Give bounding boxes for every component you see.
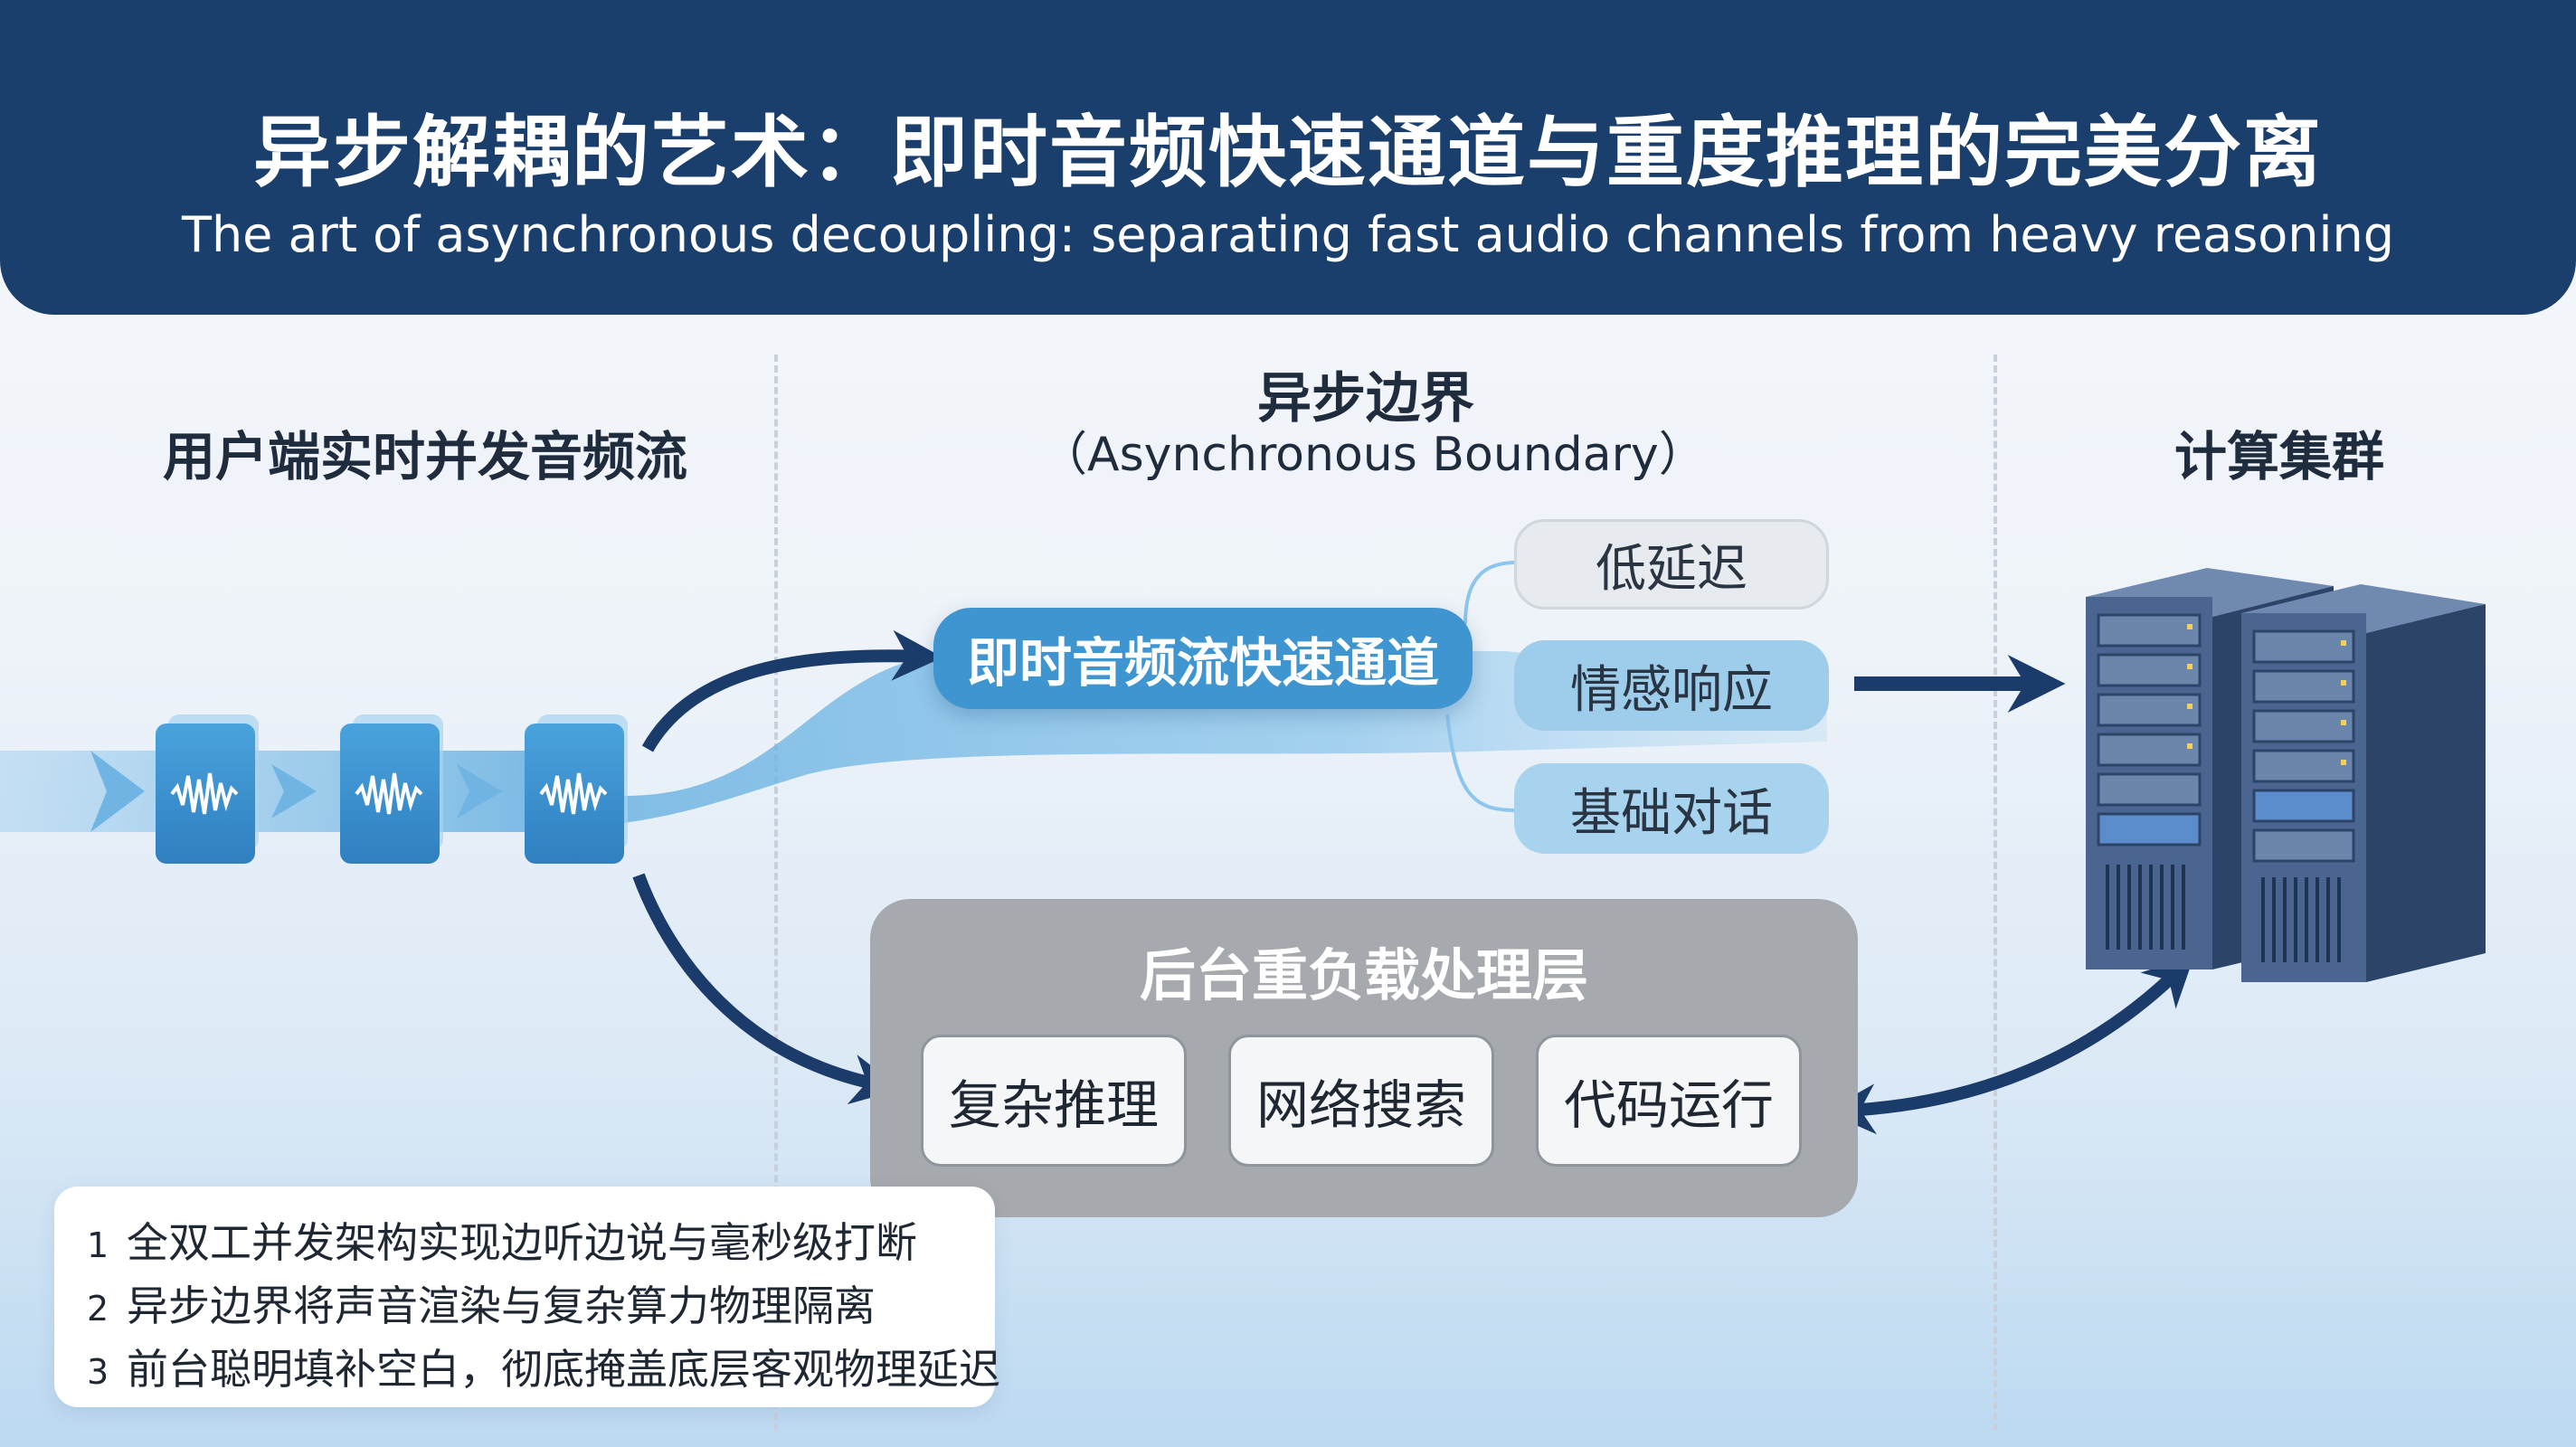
note-number: 2	[87, 1289, 109, 1329]
stream-arrow-icon	[90, 751, 145, 832]
note-number: 1	[87, 1225, 109, 1265]
connector-low-latency	[1463, 561, 1517, 625]
note-item: 3 前台聪明填补空白，彻底掩盖底层客观物理延迟	[87, 1337, 1000, 1396]
column-title-cluster: 计算集群	[2174, 426, 2384, 487]
note-item: 1 全双工并发架构实现边听边说与毫秒级打断	[87, 1210, 917, 1270]
task-web-search: 网络搜索	[1228, 1035, 1494, 1167]
audio-packet-icon	[340, 714, 443, 864]
column-subtitle-boundary: （Asynchronous Boundary）	[1040, 428, 1706, 482]
column-title-client: 用户端实时并发音频流	[162, 426, 687, 487]
incoming-stream	[0, 751, 543, 832]
fast-lane-label: 即时音频流快速通道	[933, 608, 1473, 709]
note-text: 异步边界将声音渲染与复杂算力物理隔离	[127, 1281, 876, 1330]
heavy-layer-title: 后台重负载处理层	[1139, 942, 1588, 1008]
arrow-to-fast-lane	[641, 629, 943, 752]
task-code-execution: 代码运行	[1536, 1035, 1802, 1167]
stream-arrow-icon	[457, 764, 502, 818]
note-item: 2 异步边界将声音渲染与复杂算力物理隔离	[87, 1273, 876, 1333]
column-title-boundary: 异步边界	[1257, 367, 1474, 430]
note-text: 前台聪明填补空白，彻底掩盖底层客观物理延迟	[127, 1345, 1000, 1394]
server-rack-icon	[2241, 584, 2486, 982]
page-title: 异步解耦的艺术：即时音频快速通道与重度推理的完美分离	[253, 108, 2323, 198]
output-low-latency: 低延迟	[1514, 519, 1829, 610]
audio-packet-icon	[525, 714, 628, 864]
audio-packet-icon	[156, 714, 259, 864]
stream-arrow-icon	[271, 764, 317, 818]
note-text: 全双工并发架构实现边听边说与毫秒级打断	[127, 1218, 917, 1267]
task-complex-reasoning: 复杂推理	[921, 1035, 1187, 1167]
note-number: 3	[87, 1352, 109, 1392]
output-emotional-response: 情感响应	[1514, 640, 1829, 731]
notes-box: 1 全双工并发架构实现边听边说与毫秒级打断 2 异步边界将声音渲染与复杂算力物理隔离…	[54, 1187, 1000, 1407]
arrow-heavy-cluster	[1824, 955, 2195, 1135]
output-basic-dialog: 基础对话	[1514, 763, 1829, 854]
arrow-to-heavy-layer	[632, 873, 902, 1105]
header-banner	[0, 0, 2576, 315]
page-subtitle: The art of asynchronous decoupling: sepa…	[181, 206, 2395, 263]
connector-basic-dialog	[1445, 714, 1517, 812]
boundary-divider-right	[1994, 355, 1997, 1431]
boundary-divider-left	[774, 355, 778, 1431]
